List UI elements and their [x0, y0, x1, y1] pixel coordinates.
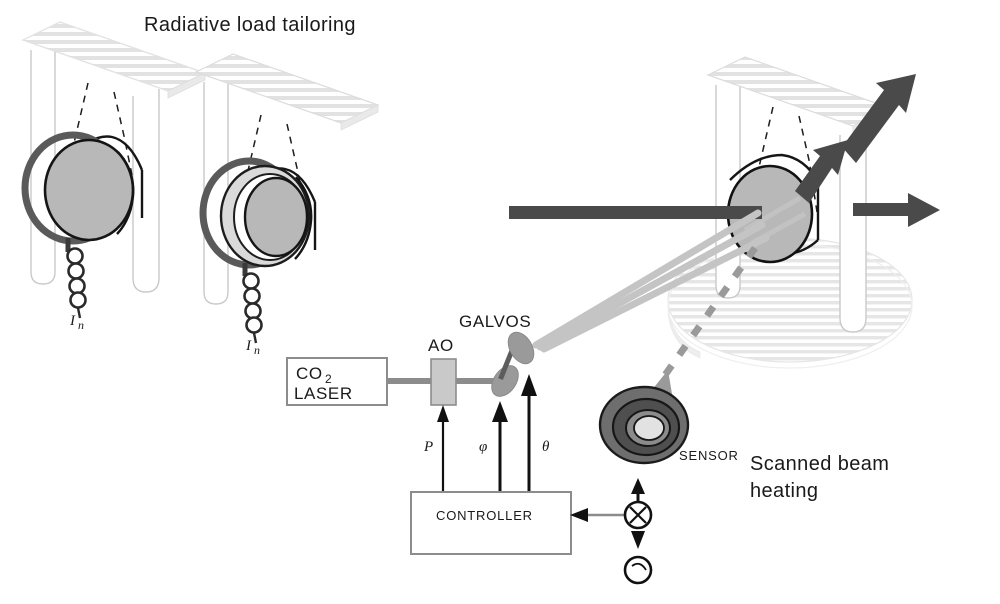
acousto-optic-modulator[interactable]: AO: [428, 336, 457, 406]
galvos-label: GALVOS: [459, 312, 531, 331]
control-signal-group: P φ θ: [423, 374, 550, 492]
laser-label-line1: CO: [296, 364, 323, 383]
radiation-ray-group-1: [70, 82, 133, 176]
ring-target-icon: [598, 385, 690, 465]
svg-text:n: n: [78, 318, 84, 332]
svg-text:Scanned beam: Scanned beam: [750, 453, 889, 475]
panel-title-right: Scanned beam heating: [750, 453, 889, 502]
thermocouple-bead-chain-icon: [65, 238, 87, 319]
ao-label: AO: [428, 336, 454, 355]
support-post: [839, 128, 867, 333]
beam-ao-to-galvo: [456, 378, 502, 384]
beam-galvo-to-galvo: [498, 348, 515, 380]
sensor-label: SENSOR: [679, 448, 739, 463]
svg-text:n: n: [254, 343, 260, 357]
support-post: [132, 89, 160, 293]
control-signal-phi: φ: [479, 401, 508, 492]
param-theta-label: θ: [542, 439, 550, 455]
scan-beam-icon: [532, 209, 770, 353]
laser-label-sub: 2: [325, 372, 332, 386]
beam-laser-to-ao: [387, 378, 432, 384]
specimen-assembly-2: I n: [194, 53, 380, 357]
specimen-edge: [116, 151, 135, 235]
galvo-mirror-group[interactable]: GALVOS: [459, 312, 539, 401]
lens-circle-icon: [623, 555, 653, 585]
svg-text:I: I: [245, 338, 252, 354]
sensor-input-arrow: [631, 478, 645, 494]
heat-flux-arrow-icon: [842, 74, 916, 163]
sensor-output-arrow: [631, 531, 645, 549]
hatched-plate-icon: [194, 53, 380, 131]
controller-box[interactable]: CONTROLLER: [410, 491, 572, 555]
specimen-2-flux-label: I n: [245, 338, 260, 357]
laser-source-box[interactable]: CO 2 LASER: [286, 357, 388, 406]
crossed-circle-sensor-icon[interactable]: [623, 478, 653, 549]
heat-flux-arrow-icon: [795, 140, 848, 203]
specimen-1-flux-label: I n: [69, 313, 84, 332]
param-power-label: P: [423, 439, 433, 455]
laser-label-line2: LASER: [294, 384, 353, 403]
sensor-feedback-line: [570, 508, 626, 522]
thermocouple-bead-chain-icon: [242, 263, 263, 344]
heat-flux-arrow-icon: [509, 206, 762, 219]
svg-text:heating: heating: [750, 480, 818, 502]
radiative-load-tailoring-panel: Radiative load tailoring: [21, 14, 380, 357]
scanned-beam-heating-panel: Scanned beam heating: [509, 56, 940, 502]
sensor-sight-line: [662, 245, 758, 378]
control-signal-theta: θ: [521, 374, 550, 492]
optical-control-system: CO 2 LASER AO GALVOS P: [286, 312, 739, 585]
heat-flux-arrow-icon: [853, 193, 940, 227]
specimen-edge: [294, 176, 313, 260]
galvo-mirror-x[interactable]: [486, 361, 524, 401]
panel-title-left: Radiative load tailoring: [144, 14, 356, 36]
controller-label: CONTROLLER: [436, 508, 533, 523]
svg-text:I: I: [69, 313, 76, 329]
param-phi-label: φ: [479, 439, 487, 455]
specimen-disc-icon: [243, 176, 309, 258]
control-signal-power: P: [423, 405, 449, 492]
galvo-mirror-y[interactable]: [503, 328, 539, 368]
